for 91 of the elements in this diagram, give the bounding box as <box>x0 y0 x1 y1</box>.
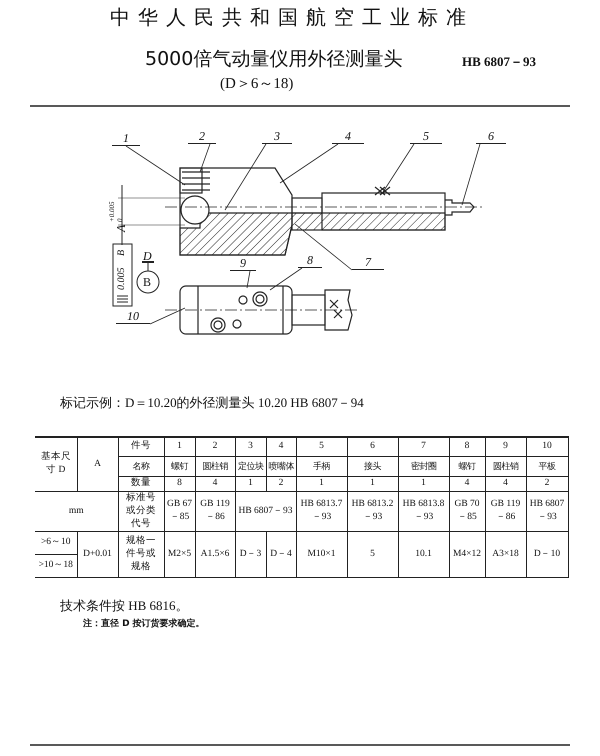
table-cell: HB 6807 －93 <box>526 491 568 531</box>
callout-number: 10 <box>116 309 150 324</box>
leader-line <box>246 270 250 288</box>
dimension-text: A <box>114 224 129 232</box>
callout-number: 5 <box>410 129 442 144</box>
table-cell: 平板 <box>526 456 568 476</box>
table-cell: 3 <box>235 437 266 456</box>
callout-number: 1 <box>112 131 140 146</box>
title: 5000倍气动量仪用外径测量头 <box>145 47 402 72</box>
leader-line <box>224 144 266 210</box>
table-cell: GB 119 －86 <box>485 491 526 531</box>
table-cell: D－4 <box>266 531 296 577</box>
table-cell: 规格一件号或规格 <box>118 531 164 577</box>
table-cell: D+0.01 <box>77 531 118 577</box>
table-cell: 密封圈 <box>398 456 449 476</box>
table-cell: HB 6807－93 <box>235 491 296 531</box>
datum-letter: B <box>143 275 152 289</box>
callout-number: 6 <box>476 129 506 144</box>
table-cell: M4×12 <box>449 531 485 577</box>
table-cell: 1 <box>235 476 266 491</box>
callout-number: 9 <box>230 256 256 271</box>
table-cell: GB 119 －86 <box>195 491 235 531</box>
leader-line <box>294 224 352 270</box>
leader-line <box>200 144 210 172</box>
leader-line <box>270 268 302 290</box>
table-cell: 2 <box>266 476 296 491</box>
table-cell: 10 <box>526 437 568 456</box>
table-cell: M2×5 <box>164 531 195 577</box>
table-cell: 螺钉 <box>164 456 195 476</box>
table-cell: 标准号或分类代号 <box>118 491 164 531</box>
table-cell: 8 <box>449 437 485 456</box>
dimension-text: D <box>143 250 152 262</box>
table-cell: >6～10 <box>35 531 77 554</box>
note-text: 注：直径 D 按订货要求确定。 <box>83 617 205 630</box>
table-cell: 4 <box>485 476 526 491</box>
table-cell: 10.1 <box>398 531 449 577</box>
table-cell: GB 70 －85 <box>449 491 485 531</box>
table-cell: M10×1 <box>296 531 347 577</box>
subtitle: (D＞6～18) <box>220 75 294 93</box>
table-cell: 1 <box>164 437 195 456</box>
table-cell: 接头 <box>347 456 398 476</box>
table-cell: 圆柱销 <box>195 456 235 476</box>
note-text: 技术条件按 HB 6816。 <box>60 597 189 615</box>
standard-number: HB 6807－93 <box>462 53 536 71</box>
callout-number: 4 <box>332 129 364 144</box>
table-cell: A1.5×6 <box>195 531 235 577</box>
callout-number: 2 <box>188 129 216 144</box>
table-cell: 件号 <box>118 437 164 456</box>
table-cell: 8 <box>164 476 195 491</box>
table-cell: GB 67 －85 <box>164 491 195 531</box>
callout-number: 7 <box>352 255 384 270</box>
callout-number: 8 <box>298 253 322 268</box>
table-cell: 7 <box>398 437 449 456</box>
table-cell: 9 <box>485 437 526 456</box>
standard-header: 中华人民共和国航空工业标准 <box>110 4 474 31</box>
table-cell: 数量 <box>118 476 164 491</box>
datum-letter: B <box>116 250 128 256</box>
table-cell: D－10 <box>526 531 568 577</box>
table-cell: 喷嘴体 <box>266 456 296 476</box>
table-cell: A3×18 <box>485 531 526 577</box>
table-cell: D－3 <box>235 531 266 577</box>
marking-example: 标记示例：D＝10.20的外径测量头 10.20 HB 6807－94 <box>60 394 364 412</box>
table-cell: 5 <box>347 531 398 577</box>
table-cell: mm <box>35 491 118 531</box>
table-cell: HB 6813.2 －93 <box>347 491 398 531</box>
table-cell: A <box>77 437 118 491</box>
table-cell: 2 <box>195 437 235 456</box>
table-cell: 4 <box>195 476 235 491</box>
table-cell: 4 <box>449 476 485 491</box>
tolerance-text: 0.005 <box>116 268 128 290</box>
table-cell: 定位块 <box>235 456 266 476</box>
table-cell: HB 6813.7 －93 <box>296 491 347 531</box>
leader-line <box>150 308 186 324</box>
table-cell: HB 6813.8 －93 <box>398 491 449 531</box>
leader-line <box>126 146 186 186</box>
table-cell: 2 <box>526 476 568 491</box>
leader-line <box>382 144 414 192</box>
table-cell: 1 <box>347 476 398 491</box>
table-cell: 圆柱销 <box>485 456 526 476</box>
table-cell: 基本尺寸 D <box>35 437 77 491</box>
table-cell: 螺钉 <box>449 456 485 476</box>
table-cell: 名称 <box>118 456 164 476</box>
table-cell: 手柄 <box>296 456 347 476</box>
table-cell: 4 <box>266 437 296 456</box>
table-cell: 1 <box>296 476 347 491</box>
table-cell: 5 <box>296 437 347 456</box>
leader-line <box>280 144 338 184</box>
table-cell: 1 <box>398 476 449 491</box>
leader-line <box>462 144 480 206</box>
callout-number: 3 <box>262 129 292 144</box>
table-cell: 6 <box>347 437 398 456</box>
